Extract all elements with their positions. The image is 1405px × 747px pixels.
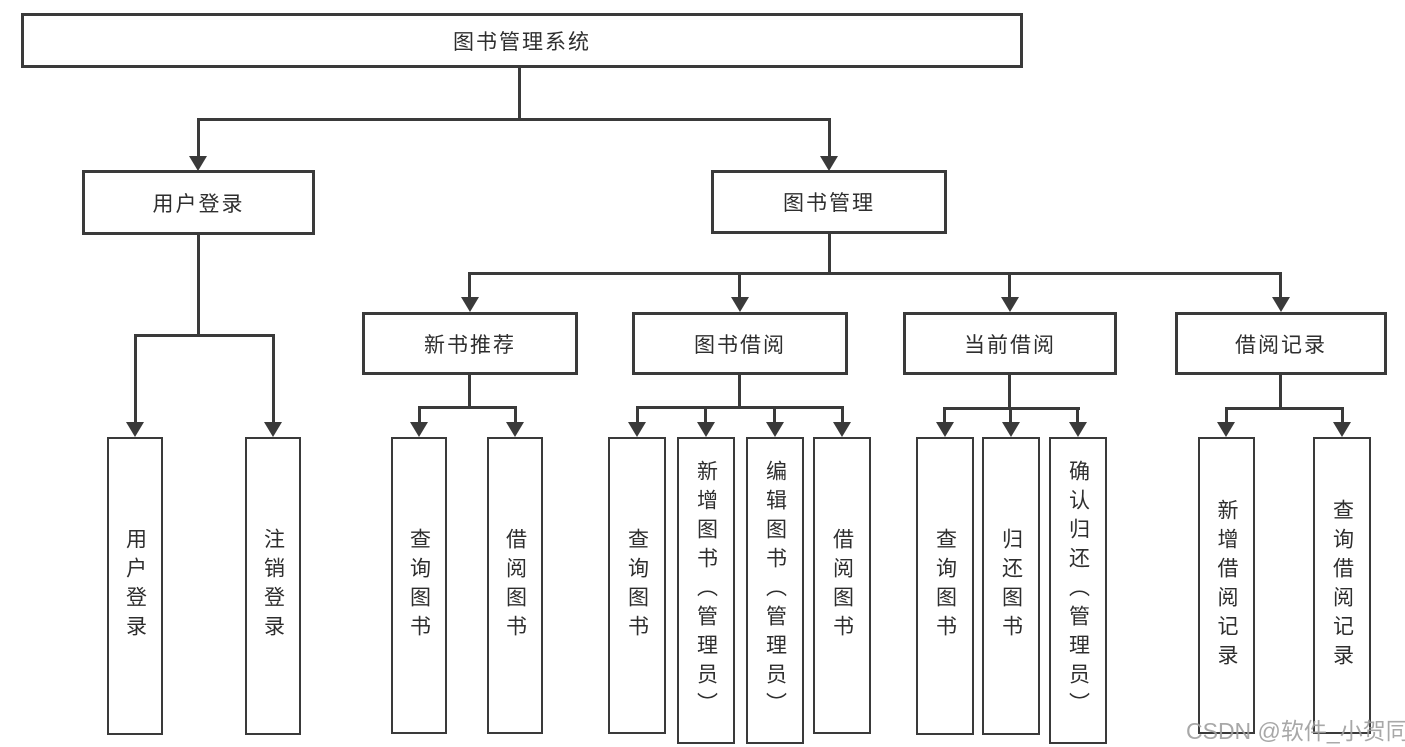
connector-shaft (773, 406, 776, 424)
connector-shaft (1341, 407, 1344, 424)
arrow-down-icon (1217, 422, 1235, 437)
connector-book-mgmt-bar (468, 272, 1282, 275)
leaf-add-books-admin: 新增图书（管理员） (677, 437, 735, 744)
node-label: 图书管理 (783, 192, 875, 215)
connector-shaft (636, 406, 639, 424)
arrow-down-icon (820, 156, 838, 171)
connector-shaft (1225, 407, 1228, 424)
node-label: 新书推荐 (424, 333, 516, 357)
node-label: 查询图书 (407, 527, 431, 644)
node-label: 查询图书 (933, 528, 957, 644)
leaf-query-books-current: 查询图书 (916, 437, 974, 735)
connector-bar (944, 407, 1080, 410)
connector-shaft (134, 334, 137, 424)
connector-stub (738, 374, 741, 406)
connector-root-stub (518, 68, 521, 118)
arrow-down-icon (1333, 422, 1351, 437)
connector-shaft (704, 406, 707, 424)
connector-user-login-bar (134, 334, 275, 337)
leaf-borrow-books-borrowing: 借阅图书 (813, 437, 871, 734)
arrow-down-icon (126, 422, 144, 437)
connector-stub (468, 374, 471, 406)
arrow-down-icon (1001, 297, 1019, 312)
connector-shaft (514, 406, 517, 424)
node-label: 确认归还（管理员） (1066, 460, 1090, 721)
arrow-down-icon (410, 422, 428, 437)
leaf-add-borrow-record: 新增借阅记录 (1198, 437, 1255, 734)
leaf-edit-books-admin: 编辑图书（管理员） (746, 437, 804, 744)
node-label: 图书借阅 (694, 333, 786, 357)
node-label: 新增图书（管理员） (694, 460, 718, 721)
arrow-down-icon (189, 156, 207, 171)
arrow-down-icon (731, 297, 749, 312)
connector-user-login-stub (197, 234, 200, 334)
arrow-down-icon (1272, 297, 1290, 312)
node-library-management-system: 图书管理系统 (21, 13, 1023, 68)
leaf-query-borrow-record: 查询借阅记录 (1313, 437, 1371, 734)
node-label: 借阅图书 (830, 527, 854, 644)
node-book-borrowing: 图书借阅 (632, 312, 848, 375)
connector-shaft (1279, 272, 1282, 299)
node-label: 归还图书 (999, 528, 1023, 644)
connector-shaft (468, 272, 471, 299)
leaf-confirm-return-admin: 确认归还（管理员） (1049, 437, 1107, 744)
connector-shaft (1009, 407, 1012, 424)
arrow-down-icon (936, 422, 954, 437)
arrow-down-icon (766, 422, 784, 437)
node-label: 用户登录 (123, 528, 147, 644)
leaf-return-books: 归还图书 (982, 437, 1040, 735)
node-borrowing-records: 借阅记录 (1175, 312, 1387, 375)
arrow-down-icon (697, 422, 715, 437)
node-new-book-recommendation: 新书推荐 (362, 312, 578, 375)
connector-shaft (418, 406, 421, 424)
node-label: 当前借阅 (964, 333, 1056, 357)
leaf-borrow-books-recommend: 借阅图书 (487, 437, 543, 734)
node-label: 注销登录 (261, 528, 285, 644)
connector-bar (418, 406, 517, 409)
connector-root-bar (197, 118, 831, 121)
arrow-down-icon (1002, 422, 1020, 437)
node-label: 借阅图书 (503, 527, 527, 644)
connector-shaft (272, 334, 275, 424)
connector-shaft (841, 406, 844, 424)
connector-shaft (1076, 407, 1079, 424)
node-label: 用户登录 (152, 192, 245, 216)
connector-bar (636, 406, 844, 409)
arrow-down-icon (1069, 422, 1087, 437)
arrow-down-icon (506, 422, 524, 437)
node-label: 借阅记录 (1235, 333, 1327, 357)
arrow-down-icon (833, 422, 851, 437)
arrow-down-icon (461, 297, 479, 312)
node-current-borrowing: 当前借阅 (903, 312, 1117, 375)
arrow-down-icon (628, 422, 646, 437)
connector-shaft (943, 407, 946, 424)
connector-stub (1279, 375, 1282, 407)
connector-shaft (828, 118, 831, 158)
node-label: 新增借阅记录 (1215, 498, 1239, 673)
connector-shaft (1008, 272, 1011, 299)
connector-book-mgmt-stub (828, 234, 831, 272)
connector-bar (1225, 407, 1344, 410)
node-book-management: 图书管理 (711, 170, 947, 234)
node-label: 查询图书 (625, 527, 649, 644)
arrow-down-icon (264, 422, 282, 437)
leaf-user-login: 用户登录 (107, 437, 163, 735)
node-label: 编辑图书（管理员） (763, 460, 787, 721)
connector-stub (1008, 375, 1011, 407)
connector-shaft (738, 272, 741, 299)
watermark-text: CSDN @软件_小贺同学 (1186, 718, 1405, 744)
leaf-logout: 注销登录 (245, 437, 301, 735)
leaf-query-books-recommend: 查询图书 (391, 437, 447, 734)
node-label: 图书管理系统 (453, 30, 591, 54)
connector-shaft (197, 118, 200, 158)
leaf-query-books-borrowing: 查询图书 (608, 437, 666, 734)
node-user-login: 用户登录 (82, 170, 315, 235)
node-label: 查询借阅记录 (1330, 498, 1354, 673)
